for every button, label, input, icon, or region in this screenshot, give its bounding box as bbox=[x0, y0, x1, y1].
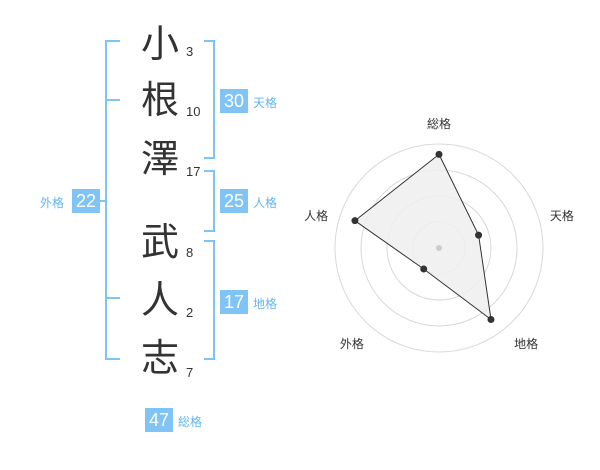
radar-axis-label: 天格 bbox=[550, 208, 574, 223]
given-char-2: 人 bbox=[140, 278, 179, 322]
jinkaku-score: 25 bbox=[220, 189, 248, 213]
radar-point bbox=[420, 265, 428, 273]
jinkaku-label: 人格 bbox=[253, 196, 278, 210]
tenkaku-score: 30 bbox=[220, 89, 248, 113]
radar-polygon bbox=[354, 153, 492, 321]
radar-axis-label: 地格 bbox=[514, 336, 538, 351]
given-char-1: 武 bbox=[140, 220, 179, 264]
radar-point bbox=[351, 217, 359, 225]
radar-point bbox=[475, 231, 483, 239]
surname-char-1: 小 bbox=[140, 22, 179, 66]
stroke-count: 7 bbox=[186, 365, 194, 380]
stroke-count: 8 bbox=[186, 245, 194, 260]
radar-axis-label: 人格 bbox=[304, 208, 328, 223]
surname-char-2: 根 bbox=[140, 78, 179, 122]
stroke-count: 17 bbox=[186, 164, 201, 179]
stroke-count: 2 bbox=[186, 305, 194, 320]
soukaku-label: 総格 bbox=[178, 415, 203, 429]
given-char-3: 志 bbox=[140, 336, 179, 380]
stroke-count: 10 bbox=[186, 104, 201, 119]
radar-center-dot bbox=[436, 245, 442, 251]
radar-axis-label: 外格 bbox=[340, 336, 364, 351]
gaikaku-label: 外格 bbox=[40, 196, 65, 210]
tenkaku-label: 天格 bbox=[253, 96, 278, 110]
radar-point bbox=[487, 316, 495, 324]
chikaku-label: 地格 bbox=[253, 297, 278, 311]
radar-point bbox=[435, 150, 443, 158]
radar-ring bbox=[334, 143, 544, 353]
stroke-count: 3 bbox=[186, 44, 194, 59]
radar-axis-label: 総格 bbox=[427, 116, 451, 131]
soukaku-score: 47 bbox=[145, 408, 173, 432]
chikaku-score: 17 bbox=[220, 290, 248, 314]
gaikaku-score: 22 bbox=[72, 189, 100, 213]
surname-char-3: 澤 bbox=[140, 137, 179, 181]
